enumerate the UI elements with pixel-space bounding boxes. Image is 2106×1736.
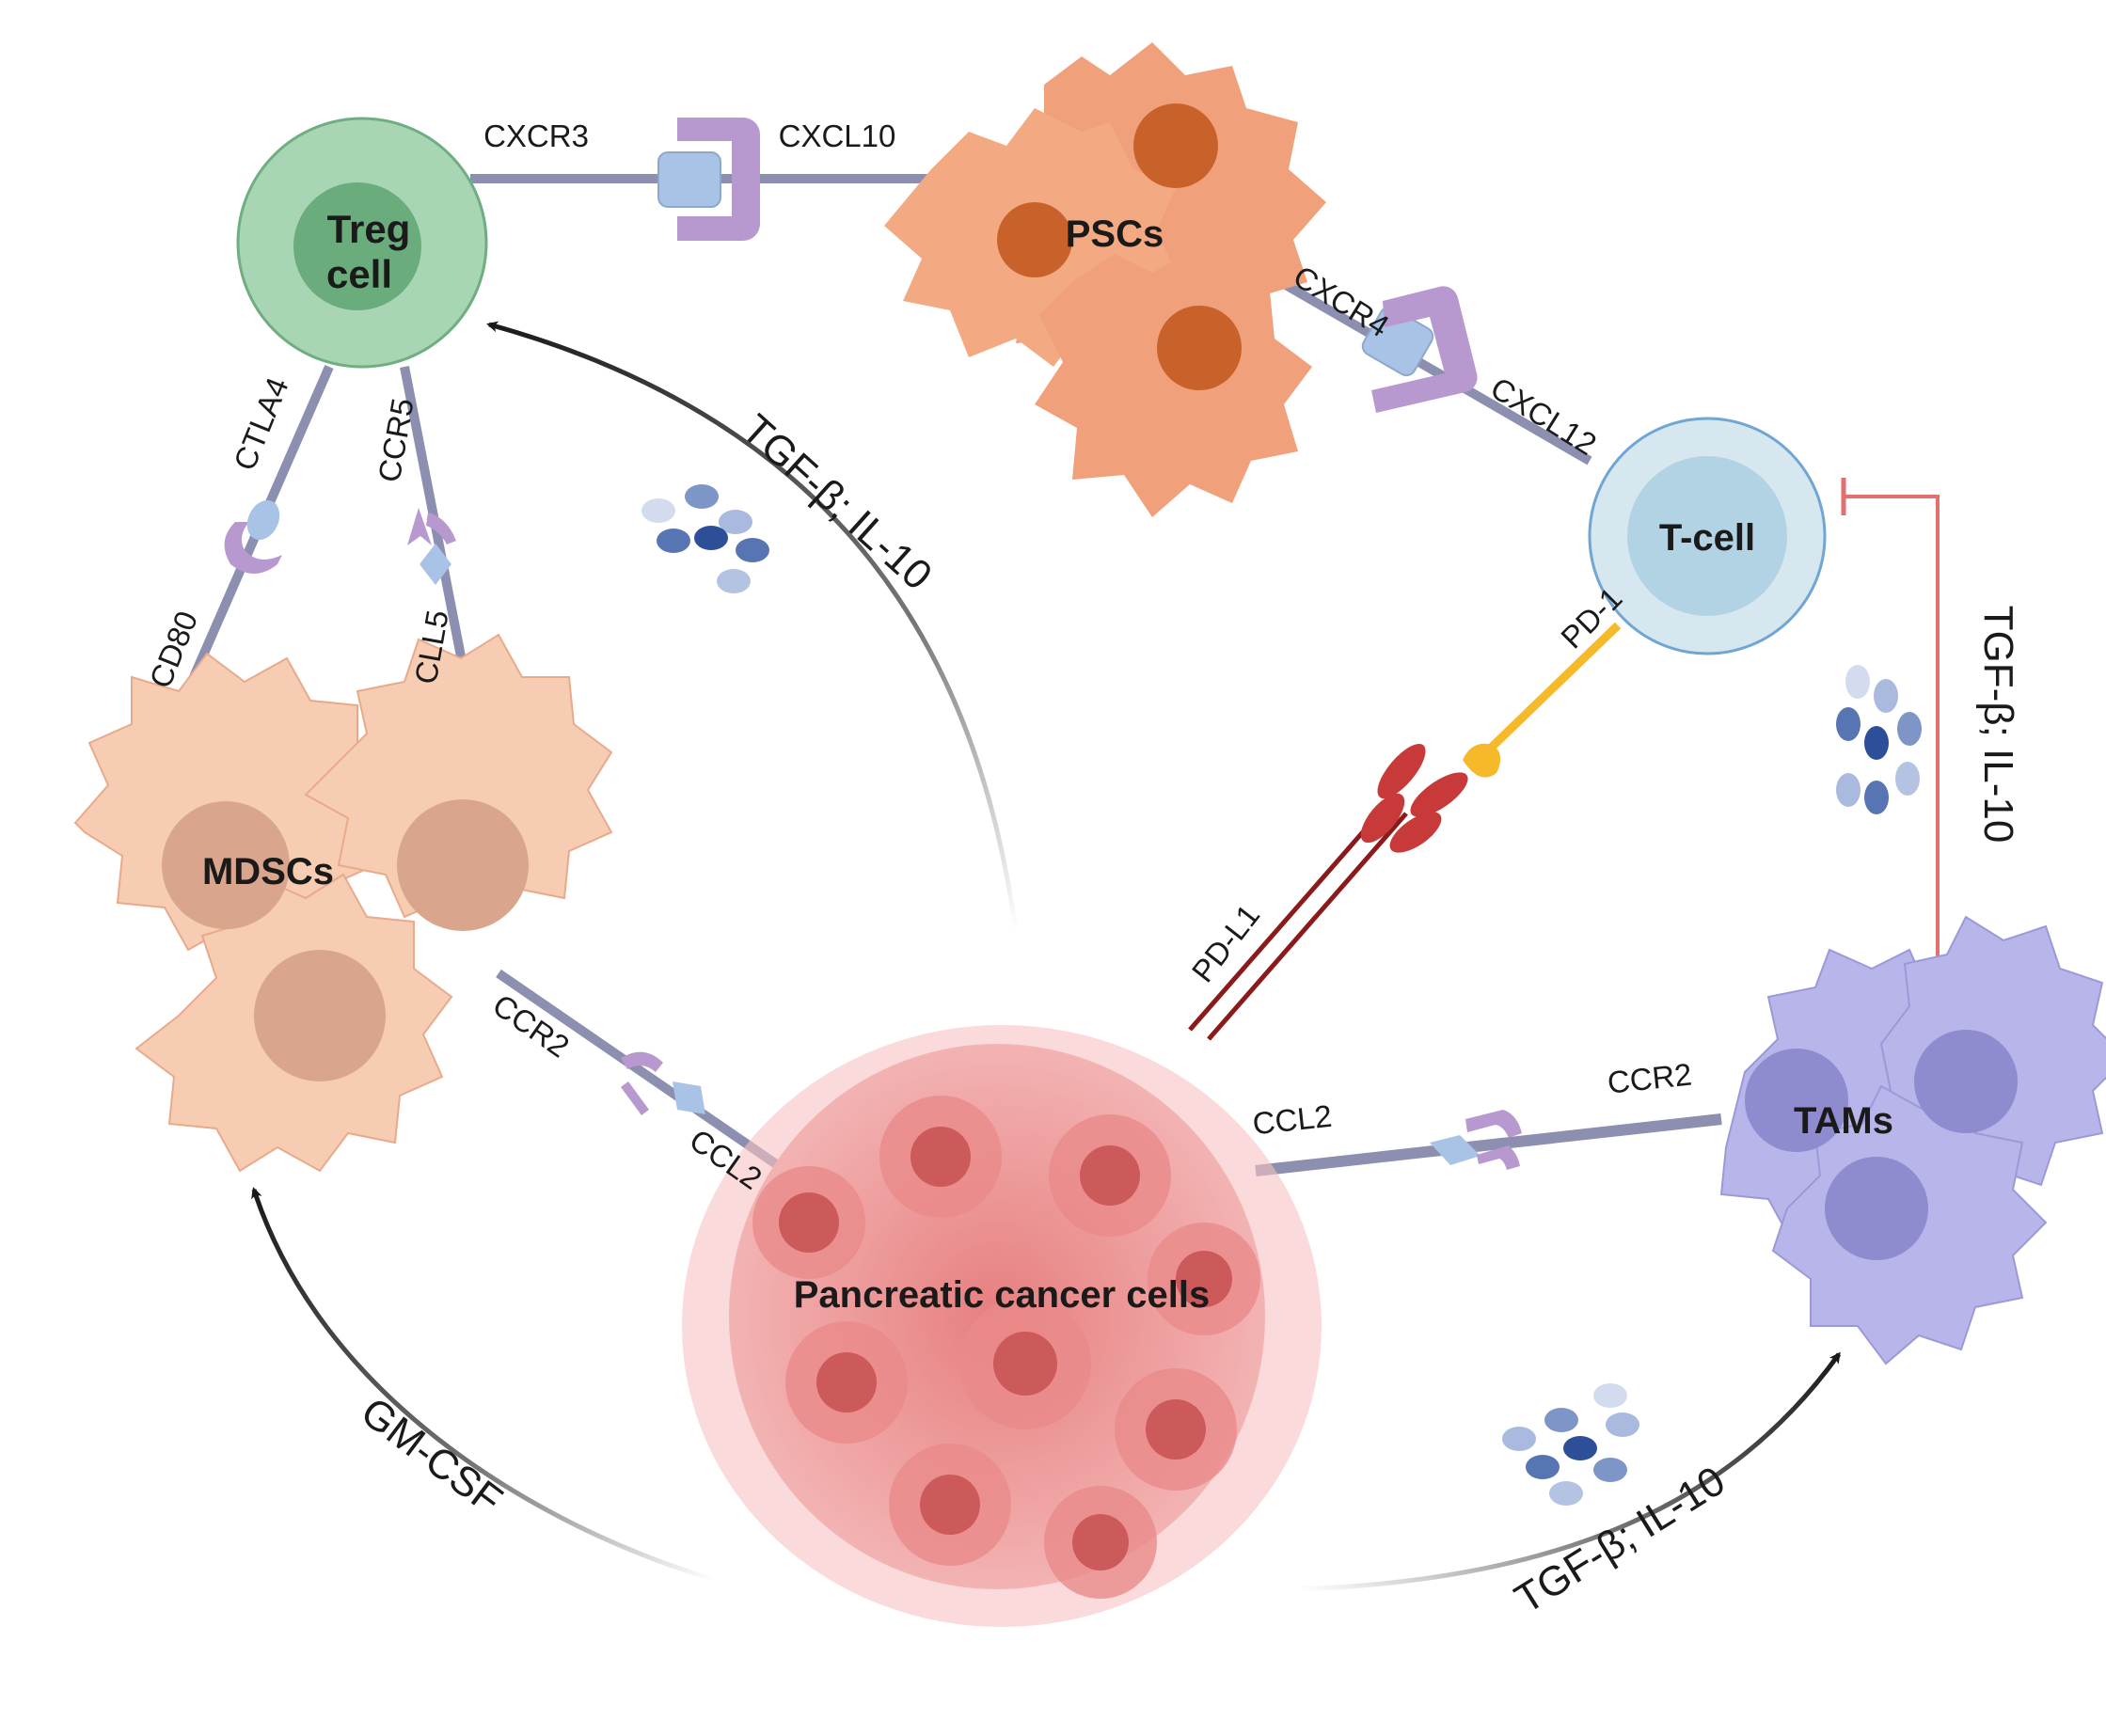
tgf-tams-label: TGF-β; IL-10	[1507, 1458, 1733, 1622]
pdl1-ligand	[1188, 743, 1468, 1041]
mdsc-cluster: MDSCs	[73, 633, 613, 1173]
cxcr3-label: CXCR3	[483, 118, 589, 153]
tams-cluster: TAMs	[1719, 915, 2106, 1365]
cxcl12-receptor-complex	[1361, 286, 1478, 413]
treg-cell: Treg cell	[236, 117, 488, 369]
cytokine-cluster-top	[641, 484, 769, 593]
cxcl12-label: CXCL12	[1484, 371, 1602, 462]
tams-label: TAMs	[1794, 1100, 1893, 1142]
cd80-ctla4-complex	[224, 499, 282, 574]
ccr5-label: CCR5	[372, 396, 420, 485]
t-cell: T-cell	[1588, 417, 1827, 655]
arrow-cancer-to-treg	[486, 321, 1019, 932]
mdscs-label: MDSCs	[202, 851, 334, 892]
tcell-label: T-cell	[1659, 517, 1755, 559]
arrow-cancer-to-mdsc	[251, 1187, 716, 1583]
cxcr4-label: CXCR4	[1288, 259, 1395, 344]
ccl2-ccr2-right-complex	[1430, 1110, 1522, 1170]
pd1-receptor	[1463, 622, 1622, 778]
tgf-treg-label: TGF-β; IL-10	[733, 405, 941, 598]
link-cancer-tams	[1255, 1113, 1722, 1176]
ccr2-right-label: CCR2	[1606, 1056, 1693, 1099]
cxcl10-label: CXCL10	[779, 118, 896, 153]
ccr2-ccl2-left-complex	[621, 1051, 705, 1115]
ccl2-right-label: CCL2	[1251, 1098, 1334, 1142]
arrow-cancer-to-tams	[1297, 1351, 1842, 1592]
inhibition-tams-to-tcell	[1841, 478, 1940, 978]
cytokine-cluster-bottom	[1502, 1383, 1639, 1506]
cancer-label: Pancreatic cancer cells	[794, 1274, 1211, 1316]
pscs-cluster: PSCs	[884, 42, 1326, 517]
pscs-label: PSCs	[1066, 213, 1164, 255]
tgf-tcell-label: TGF-β; IL-10	[1975, 606, 2021, 844]
cxcl10-receptor-complex	[657, 118, 760, 241]
cytokine-cluster-right	[1836, 665, 1922, 814]
pdl1-label: PD-L1	[1185, 898, 1267, 988]
treg-label-line2: cell	[326, 252, 392, 296]
treg-label-line1: Treg	[327, 207, 411, 251]
cancer-cell-cluster: Pancreatic cancer cells	[682, 1025, 1322, 1627]
ccr5-cll5-complex	[407, 508, 456, 585]
gmcsf-label: GM-CSF	[353, 1389, 511, 1524]
